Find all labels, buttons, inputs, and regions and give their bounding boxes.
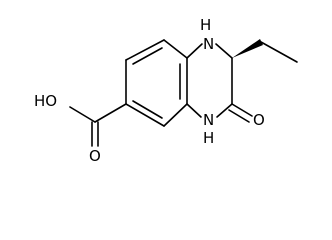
acid-ho-label: HO <box>34 92 57 110</box>
bond-co-1 <box>231 103 253 117</box>
molecule-canvas: H N N H O HO O <box>34 16 298 165</box>
bond-ring-bottom <box>125 103 165 127</box>
bond-ethyl <box>260 41 298 63</box>
ketone-group <box>228 103 253 123</box>
bond-ring-bottom-right <box>163 103 188 127</box>
bond-co-2 <box>228 109 250 123</box>
nh-top-h: H <box>200 16 211 34</box>
bond-n-ch-top <box>215 43 233 59</box>
bond-ring-cooh <box>94 103 127 123</box>
n-bottom-label: N <box>203 111 214 129</box>
benzene-ring <box>125 39 188 127</box>
bond-ring-top-right <box>163 39 188 59</box>
bond-c-n-top <box>186 43 203 59</box>
heterocycle-ring <box>186 43 233 118</box>
acid-o-label: O <box>89 147 101 165</box>
ethyl-group <box>232 39 298 63</box>
carboxyl-group <box>69 103 127 147</box>
bond-ring-bottom-inner <box>132 100 163 119</box>
bond-ring-top-inner <box>132 47 163 65</box>
structure-drawing: H N N H O HO O <box>34 16 298 165</box>
ketone-o-label: O <box>253 111 265 129</box>
bond-c-oh <box>69 106 96 123</box>
bond-carbonyl-n <box>216 103 233 118</box>
bond-ring-top <box>125 39 165 61</box>
n-top-label: N <box>203 35 214 53</box>
wedge-bond <box>232 39 263 58</box>
bond-n-c-bottom <box>186 103 202 118</box>
nh-bottom-h: H <box>203 129 214 147</box>
